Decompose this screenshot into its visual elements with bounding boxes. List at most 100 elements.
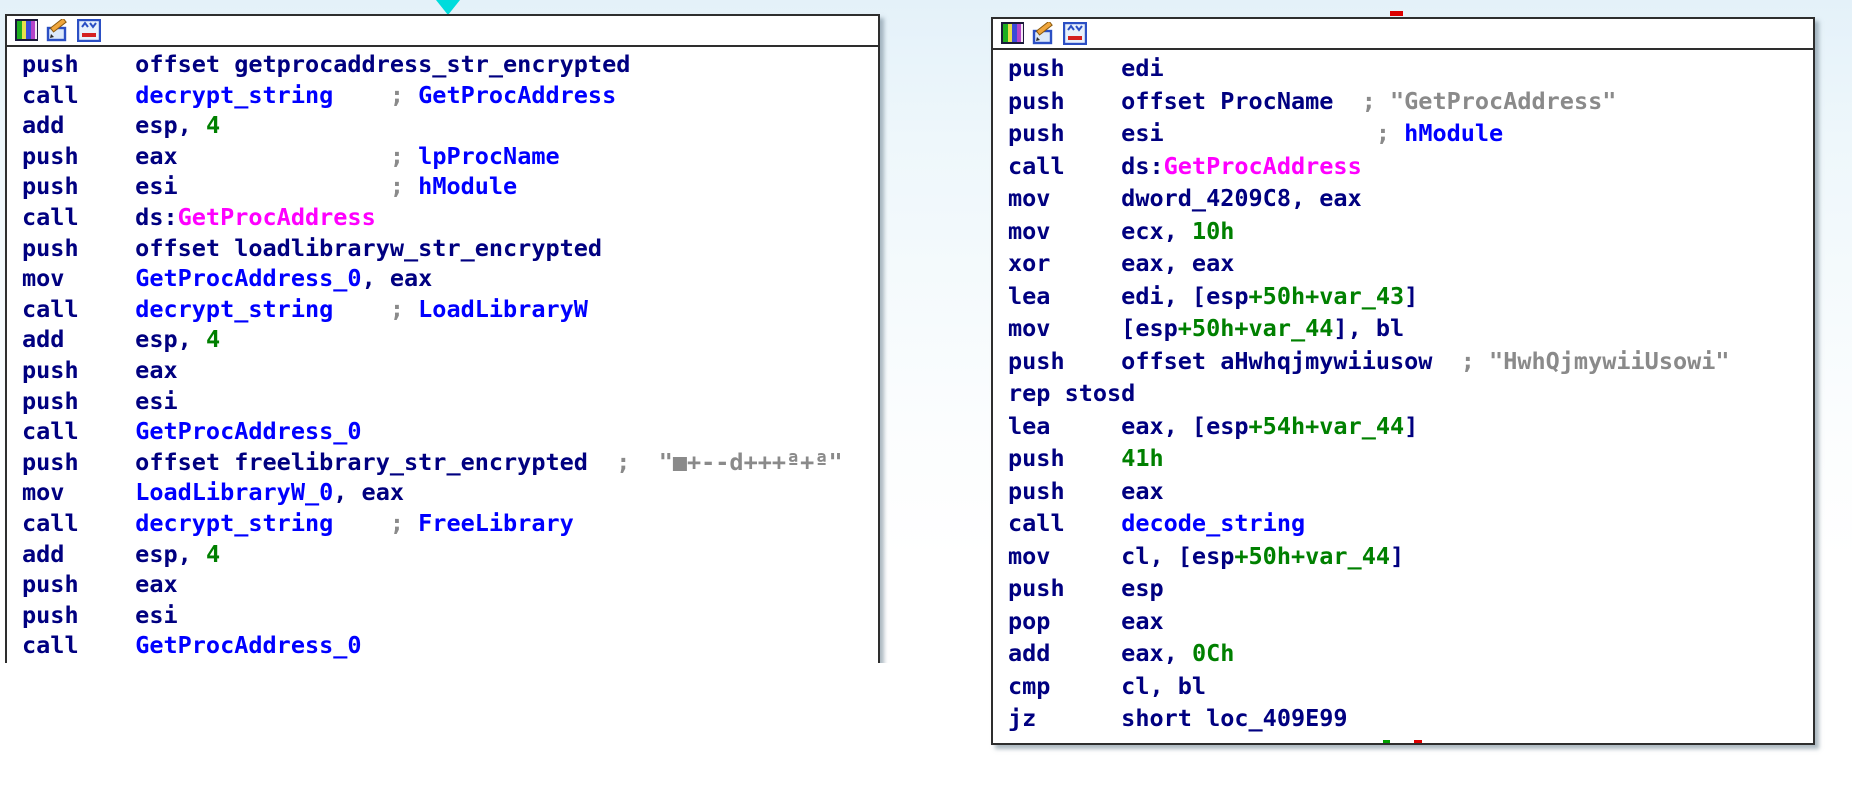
color-palette-icon[interactable] [15, 19, 39, 42]
asm-segment: call ds: [22, 202, 178, 231]
asm-line[interactable]: push edi [1008, 52, 1813, 85]
asm-line[interactable]: mov cl, [esp+50h+var_44] [1008, 540, 1813, 573]
asm-line[interactable]: lea eax, [esp+54h+var_44] [1008, 410, 1813, 443]
asm-segment: mov ecx, [1008, 216, 1192, 245]
asm-line[interactable]: jz short loc_409E99 [1008, 702, 1813, 735]
asm-line[interactable]: rep stosd [1008, 377, 1813, 410]
asm-line[interactable]: call decrypt_string ; FreeLibrary [22, 508, 878, 539]
asm-segment: push offset loadlibraryw_str_encrypted [22, 233, 603, 262]
asm-segment: ; [333, 508, 419, 537]
asm-line[interactable]: call GetProcAddress_0 [22, 630, 878, 661]
asm-segment: hModule [418, 172, 518, 201]
asm-segment: mov [22, 478, 136, 507]
asm-line[interactable]: push esi ; hModule [1008, 117, 1813, 150]
asm-segment: xor eax, eax [1008, 249, 1235, 277]
node-title-bar[interactable] [993, 19, 1813, 50]
asm-line[interactable]: add esp, 4 [22, 110, 878, 141]
asm-segment: ; [177, 141, 419, 170]
asm-line[interactable]: mov LoadLibraryW_0, eax [22, 477, 878, 508]
asm-line[interactable]: mov GetProcAddress_0, eax [22, 263, 878, 294]
asm-line[interactable]: call decrypt_string ; GetProcAddress [22, 80, 878, 111]
asm-line[interactable]: push esp [1008, 572, 1813, 605]
disassembly-node-right[interactable]: push edi push offset ProcName ; "GetProcA… [991, 17, 1815, 745]
asm-segment: ; [587, 447, 659, 476]
outgoing-edge-stub-green [1383, 740, 1390, 743]
asm-segment: +50h+var_44 [1177, 314, 1334, 342]
asm-segment: add esp, [22, 325, 206, 354]
asm-line[interactable]: lea edi, [esp+50h+var_43] [1008, 280, 1813, 313]
asm-segment: , eax [333, 478, 405, 507]
asm-line[interactable]: call ds:GetProcAddress [22, 202, 878, 233]
asm-line[interactable]: push offset loadlibraryw_str_encrypted [22, 233, 878, 264]
asm-line[interactable]: mov dword_4209C8, eax [1008, 182, 1813, 215]
asm-segment: LoadLibraryW_0 [135, 478, 334, 507]
asm-segment: add esp, [22, 111, 206, 140]
asm-segment: push edi [1008, 54, 1164, 82]
asm-segment: ; [1333, 86, 1391, 115]
asm-segment: push eax [22, 355, 178, 384]
asm-segment: 0Ch [1191, 639, 1235, 667]
asm-segment: mov [22, 264, 136, 293]
asm-line[interactable]: push esi [22, 600, 878, 631]
asm-line[interactable]: pop eax [1008, 605, 1813, 638]
asm-segment: GetProcAddress_0 [135, 631, 362, 660]
asm-line[interactable]: push offset freelibrary_str_encrypted ; … [22, 447, 878, 478]
asm-segment: cmp cl, bl [1008, 671, 1207, 700]
asm-line[interactable]: call ds:GetProcAddress [1008, 150, 1813, 183]
color-palette-icon[interactable] [1001, 22, 1025, 45]
asm-segment: mov dword_4209C8, eax [1008, 184, 1362, 212]
asm-line[interactable]: xor eax, eax [1008, 247, 1813, 280]
asm-line[interactable]: push eax [1008, 475, 1813, 508]
asm-line[interactable]: push esi ; hModule [22, 171, 878, 202]
asm-line[interactable]: push eax ; lpProcName [22, 141, 878, 172]
asm-segment: decrypt_string [135, 80, 334, 109]
asm-segment: push esi [22, 172, 178, 201]
asm-segment: push offset aHwhqjmywiiusow [1008, 346, 1433, 375]
disassembly-node-left[interactable]: push offset getprocaddress_str_encrypted… [5, 14, 880, 663]
asm-segment: GetProcAddress_0 [135, 264, 362, 293]
asm-segment: ] [1404, 411, 1419, 440]
asm-line[interactable]: add esp, 4 [22, 539, 878, 570]
node-title-bar[interactable] [7, 16, 878, 47]
asm-segment: 4 [205, 325, 221, 354]
asm-segment: GetProcAddress [177, 202, 376, 231]
asm-line[interactable]: mov [esp+50h+var_44], bl [1008, 312, 1813, 345]
edit-pencil-icon[interactable] [1032, 20, 1056, 45]
asm-line[interactable]: push eax [22, 355, 878, 386]
asm-line[interactable]: push 41h [1008, 442, 1813, 475]
asm-line[interactable]: call GetProcAddress_0 [22, 416, 878, 447]
asm-line[interactable]: push eax [22, 569, 878, 600]
asm-line[interactable]: push offset getprocaddress_str_encrypted [22, 49, 878, 80]
asm-line[interactable]: call decrypt_string ; LoadLibraryW [22, 294, 878, 325]
asm-line[interactable]: cmp cl, bl [1008, 670, 1813, 703]
asm-segment: call [22, 631, 136, 660]
asm-line[interactable]: push offset ProcName ; "GetProcAddress" [1008, 85, 1813, 118]
graph-node-icon[interactable] [1062, 21, 1088, 46]
incoming-edge-stub-red [1390, 11, 1403, 16]
graph-node-icon[interactable] [76, 18, 102, 43]
asm-segment: GetProcAddress [1163, 151, 1362, 180]
asm-segment: ] [1390, 541, 1405, 570]
asm-line[interactable]: push offset aHwhqjmywiiusow ; "HwhQjmywi… [1008, 345, 1813, 378]
assembly-code-block: push offset getprocaddress_str_encrypted… [7, 47, 878, 661]
asm-line[interactable]: mov ecx, 10h [1008, 215, 1813, 248]
asm-segment: push esi [22, 600, 178, 629]
edit-pencil-icon[interactable] [46, 17, 70, 42]
asm-segment: call [22, 80, 136, 109]
asm-segment: 4 [205, 539, 221, 568]
asm-line[interactable]: call decode_string [1008, 507, 1813, 540]
asm-segment: push esi [1008, 119, 1164, 147]
asm-line[interactable]: add esp, 4 [22, 324, 878, 355]
asm-segment: call [1008, 509, 1122, 537]
asm-line[interactable]: add eax, 0Ch [1008, 637, 1813, 670]
asm-segment: FreeLibrary [418, 508, 574, 537]
asm-segment: pop eax [1008, 606, 1164, 635]
asm-segment: mov cl, [esp [1008, 541, 1235, 570]
asm-segment: push eax [22, 141, 178, 170]
asm-segment: add eax, [1008, 639, 1192, 667]
asm-segment: lea eax, [esp [1008, 411, 1249, 440]
asm-segment: push [1008, 444, 1122, 472]
asm-line[interactable]: push esi [22, 386, 878, 417]
asm-segment: call [22, 508, 136, 537]
